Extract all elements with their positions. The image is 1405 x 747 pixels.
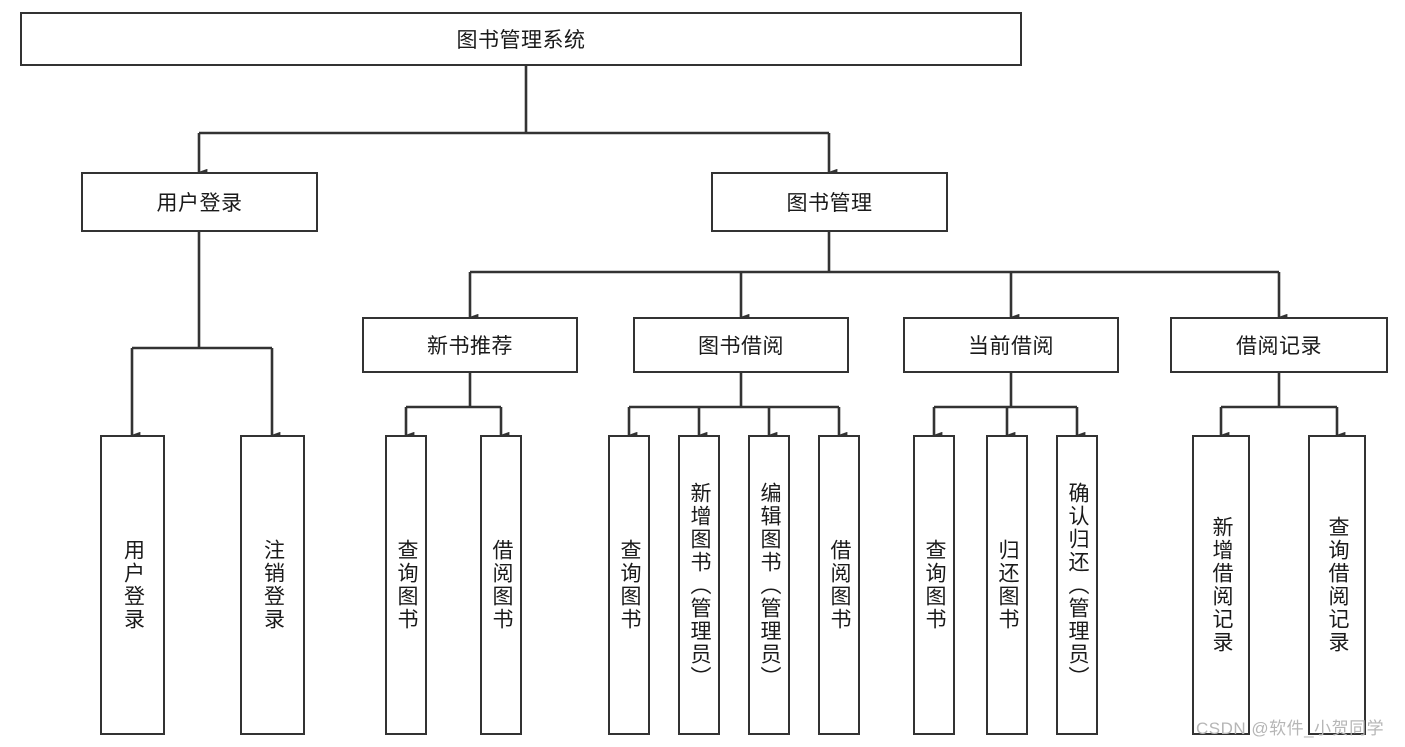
node-label: 借阅图书 — [490, 539, 514, 631]
node-label: 查询图书 — [618, 539, 642, 631]
node-leaf-recommend-search-book[interactable]: 查询图书 — [385, 435, 427, 735]
node-leaf-recommend-borrow-book[interactable]: 借阅图书 — [480, 435, 522, 735]
node-level2-book-manage[interactable]: 图书管理 — [711, 172, 948, 232]
node-leaf-current-search-book[interactable]: 查询图书 — [913, 435, 955, 735]
node-label: 用户登录 — [121, 539, 145, 631]
node-leaf-borrow-add-book[interactable]: 新增图书（管理员） — [678, 435, 720, 735]
node-label: 新增图书（管理员） — [688, 481, 712, 689]
node-label: 注销登录 — [261, 539, 285, 631]
node-leaf-record-add[interactable]: 新增借阅记录 — [1192, 435, 1250, 735]
node-label: 图书管理系统 — [456, 29, 586, 52]
node-level3-new-book-recommend[interactable]: 新书推荐 — [362, 317, 578, 373]
node-leaf-user-logout[interactable]: 注销登录 — [240, 435, 305, 735]
node-label: 图书管理 — [786, 192, 873, 215]
node-label: 图书借阅 — [698, 335, 784, 358]
node-label: 编辑图书（管理员） — [758, 481, 782, 689]
node-label: 查询图书 — [395, 539, 419, 631]
node-label: 当前借阅 — [968, 335, 1054, 358]
node-level3-current-borrow[interactable]: 当前借阅 — [903, 317, 1119, 373]
node-leaf-borrow-borrow-book[interactable]: 借阅图书 — [818, 435, 860, 735]
csdn-watermark: CSDN @软件_小贺同学 — [1196, 719, 1385, 738]
node-label: 查询图书 — [923, 539, 947, 631]
node-label: 新书推荐 — [427, 335, 513, 358]
node-label: 借阅记录 — [1236, 335, 1322, 358]
node-leaf-borrow-search-book[interactable]: 查询图书 — [608, 435, 650, 735]
node-label: 查询借阅记录 — [1326, 516, 1350, 654]
node-label: 借阅图书 — [828, 539, 852, 631]
node-leaf-borrow-edit-book[interactable]: 编辑图书（管理员） — [748, 435, 790, 735]
node-leaf-record-search[interactable]: 查询借阅记录 — [1308, 435, 1366, 735]
node-leaf-user-login-do[interactable]: 用户登录 — [100, 435, 165, 735]
node-level3-book-borrow[interactable]: 图书借阅 — [633, 317, 849, 373]
node-leaf-current-return-book[interactable]: 归还图书 — [986, 435, 1028, 735]
node-level3-borrow-record[interactable]: 借阅记录 — [1170, 317, 1388, 373]
node-label: 归还图书 — [996, 539, 1020, 631]
node-label: 新增借阅记录 — [1210, 516, 1234, 654]
node-leaf-current-confirm-return[interactable]: 确认归还（管理员） — [1056, 435, 1098, 735]
node-root-root[interactable]: 图书管理系统 — [20, 12, 1022, 66]
node-label: 确认归还（管理员） — [1066, 481, 1090, 689]
node-label: 用户登录 — [156, 192, 243, 215]
node-level2-user-login[interactable]: 用户登录 — [81, 172, 318, 232]
